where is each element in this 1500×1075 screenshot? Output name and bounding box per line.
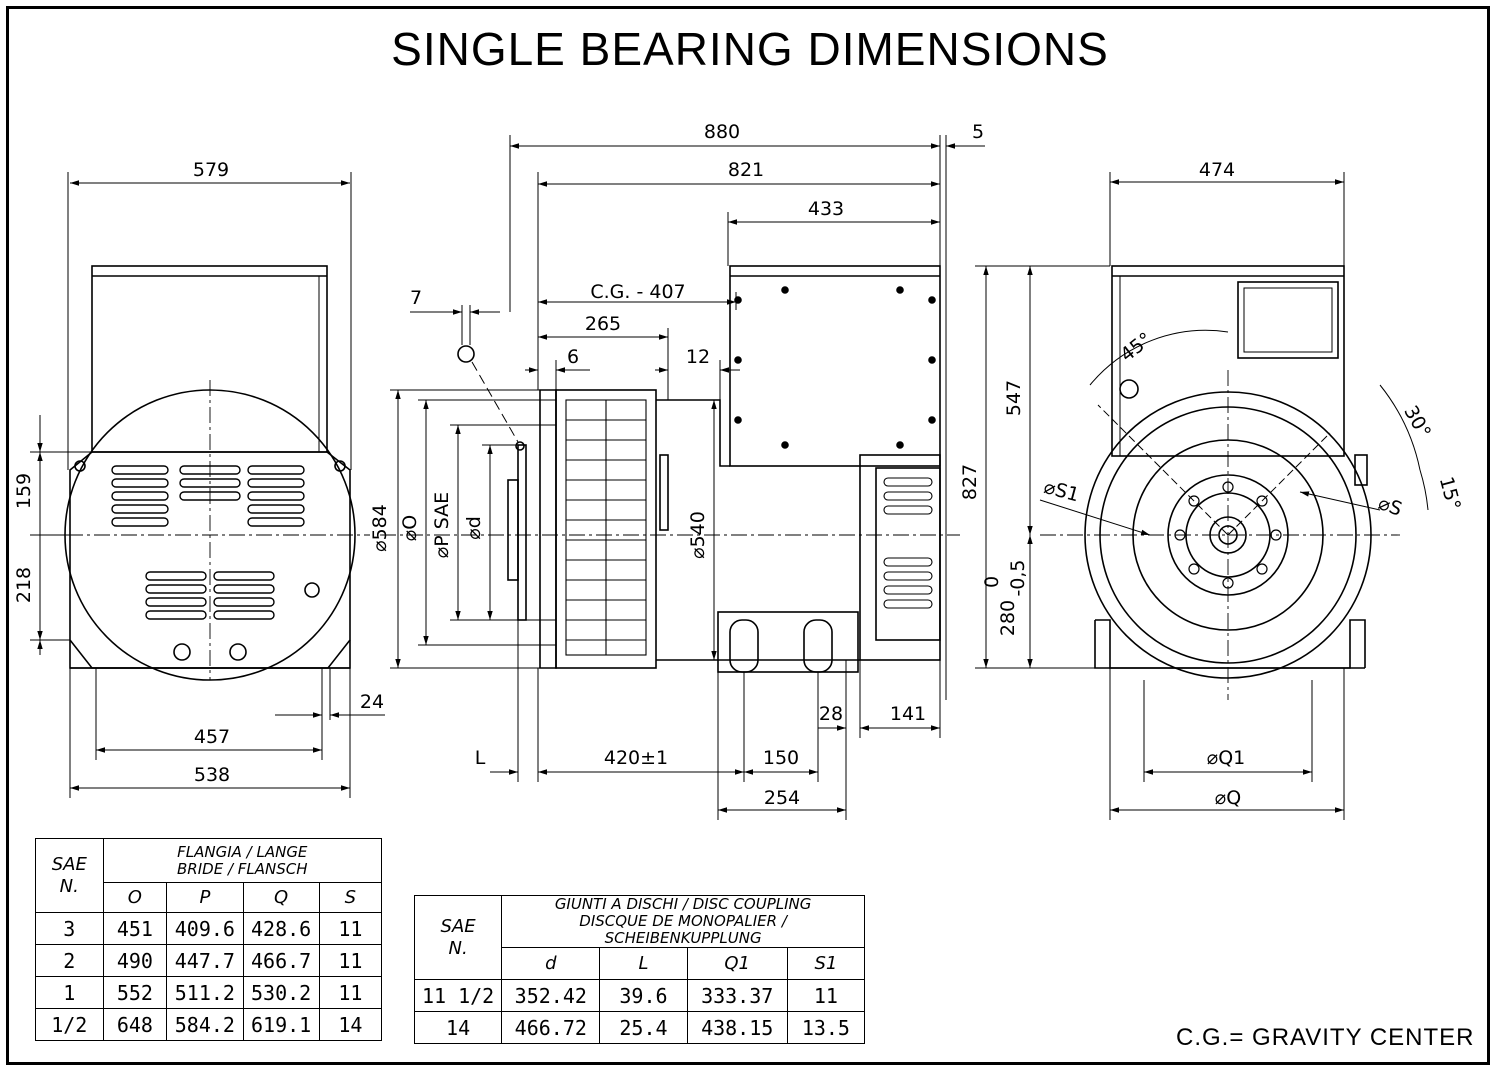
coupling-col-Q1: Q1 — [686, 947, 788, 980]
rear-view — [1040, 265, 1400, 700]
coupling-sae-header: SAE N. — [413, 895, 503, 980]
coupling-col-d: d — [501, 947, 601, 980]
dim-side-5: 5 — [972, 121, 984, 143]
coupling-group-header: GIUNTI A DISCHI / DISC COUPLING DISCQUE … — [501, 895, 865, 948]
dim-front-159: 159 — [13, 473, 35, 509]
table-row: 3 451 409.6 428.6 11 — [35, 912, 383, 945]
flange-sae-header: SAE N. — [35, 838, 104, 913]
dim-rear-Q: ⌀Q — [1215, 787, 1241, 809]
table-row: 14 466.72 25.4 438.15 13.5 — [413, 1011, 866, 1044]
dim-side-141: 141 — [890, 703, 926, 725]
dim-side-dd: ⌀d — [463, 516, 485, 540]
coupling-col-L: L — [599, 947, 688, 980]
gravity-center-legend: C.G.= GRAVITY CENTER — [1176, 1024, 1475, 1051]
dim-side-420: 420±1 — [604, 747, 668, 769]
dim-side-254: 254 — [764, 787, 800, 809]
dim-rear-Q1: ⌀Q1 — [1207, 747, 1245, 769]
table-row: 2 490 447.7 466.7 11 — [35, 944, 383, 977]
dim-front-538: 538 — [194, 764, 230, 786]
dim-side-dO: ⌀O — [399, 515, 421, 541]
dim-side-433: 433 — [808, 198, 844, 220]
dim-rear-tol-top: 0 — [981, 576, 1003, 588]
flange-col-P: P — [166, 882, 244, 913]
dim-rear-547: 547 — [1003, 380, 1025, 416]
dim-side-dP: ⌀P SAE — [431, 492, 453, 558]
dim-side-150: 150 — [763, 747, 799, 769]
dim-side-6: 6 — [567, 346, 579, 368]
table-row: 11 1/2 352.42 39.6 333.37 11 — [413, 979, 866, 1012]
side-dimensions — [390, 135, 985, 820]
dim-rear-tol-bot: -0,5 — [1007, 559, 1029, 596]
dim-side-cg: C.G. - 407 — [590, 281, 685, 303]
dim-side-821: 821 — [728, 159, 764, 181]
flange-col-S: S — [318, 882, 383, 913]
dim-rear-30: 30° — [1399, 402, 1435, 442]
dim-rear-45: 45° — [1116, 328, 1156, 366]
flange-col-O: O — [102, 882, 168, 913]
drawing-title: SINGLE BEARING DIMENSIONS — [391, 23, 1109, 75]
dim-rear-S: ⌀S — [1375, 492, 1405, 521]
drawing-frame — [6, 6, 1490, 1065]
table-row: 1/2 648 584.2 619.1 14 — [35, 1008, 383, 1041]
dim-rear-15: 15° — [1435, 474, 1465, 512]
dim-side-d540: ⌀540 — [687, 511, 709, 559]
dim-front-width: 579 — [193, 159, 229, 181]
dim-front-218: 218 — [13, 567, 35, 603]
coupling-table: SAE N. GIUNTI A DISCHI / DISC COUPLING D… — [413, 895, 866, 1044]
side-view — [380, 265, 960, 673]
dim-side-12: 12 — [686, 346, 710, 368]
dim-rear-280: 280 — [997, 600, 1019, 636]
front-dimensions — [30, 172, 385, 798]
dim-side-7: 7 — [410, 287, 422, 309]
table-row: 1 552 511.2 530.2 11 — [35, 976, 383, 1009]
dim-side-265: 265 — [585, 313, 621, 335]
flange-table: SAE N. FLANGIA / LANGE BRIDE / FLANSCH O… — [35, 838, 383, 1041]
dim-rear-S1: ⌀S1 — [1042, 476, 1082, 506]
dim-side-880: 880 — [704, 121, 740, 143]
dim-side-L: L — [475, 747, 486, 769]
dim-side-d584: ⌀584 — [369, 504, 391, 552]
dim-side-827: 827 — [959, 464, 981, 500]
dim-rear-474: 474 — [1199, 159, 1235, 181]
coupling-col-S1: S1 — [786, 947, 866, 980]
dim-front-24: 24 — [360, 691, 384, 713]
flange-group-header: FLANGIA / LANGE BRIDE / FLANSCH — [102, 838, 383, 883]
dim-side-28: 28 — [819, 703, 843, 725]
rear-dimensions — [975, 172, 1429, 820]
dim-front-457: 457 — [194, 726, 230, 748]
front-view — [40, 265, 370, 681]
flange-col-Q: Q — [242, 882, 320, 913]
